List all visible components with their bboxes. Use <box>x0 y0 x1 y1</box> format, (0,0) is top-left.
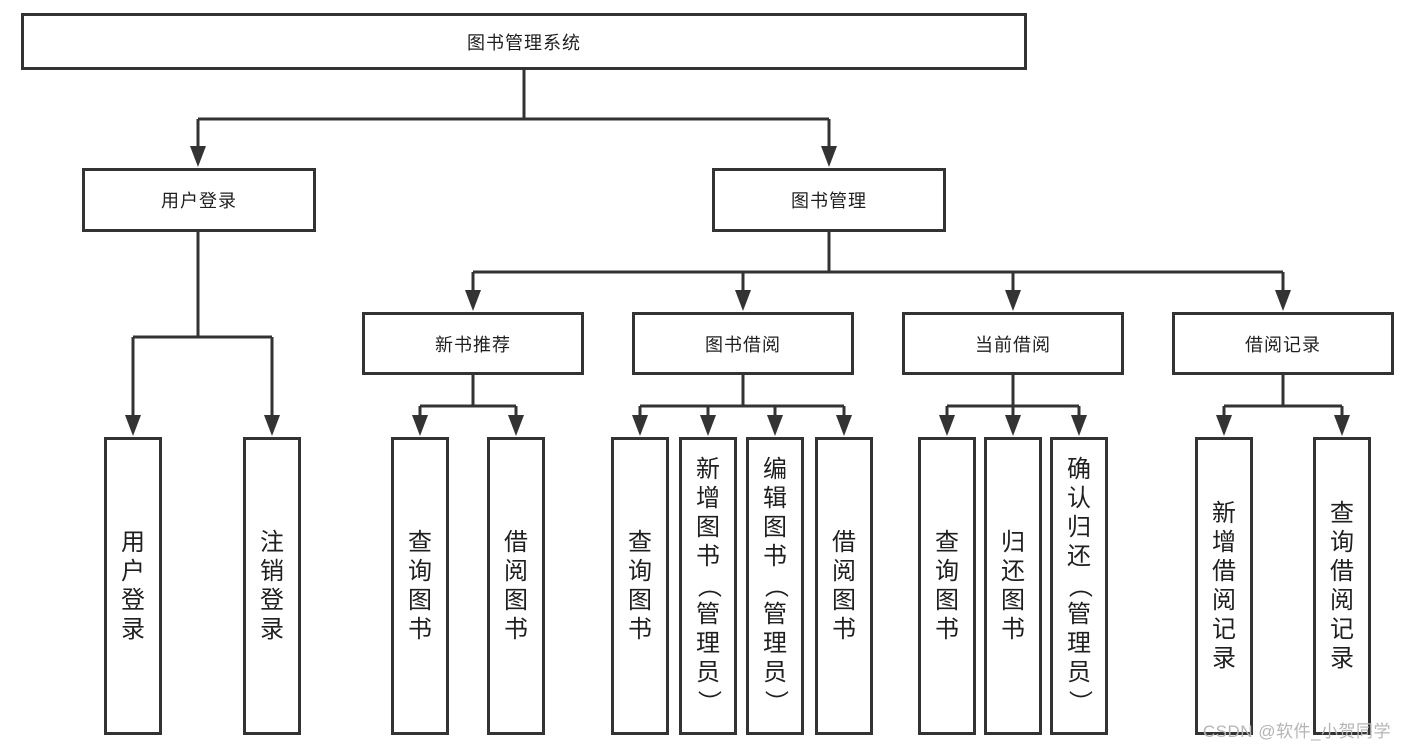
node-edit-book-admin: 编辑图书（管理员） <box>746 437 804 735</box>
node-borrow-books: 借阅图书 <box>815 437 873 735</box>
node-confirm-return-admin: 确认归还（管理员） <box>1050 437 1108 735</box>
node-query-books-borrow: 查询图书 <box>611 437 669 735</box>
connector-root-to-level1 <box>196 68 831 148</box>
node-add-borrow-record: 新增借阅记录 <box>1195 437 1253 735</box>
node-borrow-records: 借阅记录 <box>1172 312 1394 375</box>
node-return-book: 归还图书 <box>984 437 1042 735</box>
watermark: CSDN @软件_小贺同学 <box>1202 722 1391 741</box>
connector-new-book-children <box>418 375 518 417</box>
node-logout: 注销登录 <box>243 437 301 735</box>
node-query-borrow-record: 查询借阅记录 <box>1313 437 1371 735</box>
node-library-system-root: 图书管理系统 <box>21 13 1027 70</box>
connector-book-management-children <box>471 232 1285 292</box>
node-query-books-current: 查询图书 <box>918 437 976 735</box>
connector-user-login-children <box>131 232 274 417</box>
arrowheads <box>125 146 1350 436</box>
node-borrow-books-recommend: 借阅图书 <box>487 437 545 735</box>
node-new-book-recommend: 新书推荐 <box>362 312 584 375</box>
node-add-book-admin: 新增图书（管理员） <box>679 437 737 735</box>
connector-borrow-records-children <box>1222 375 1344 417</box>
connector-current-borrow-children <box>945 375 1081 417</box>
connector-book-borrow-children <box>638 375 846 417</box>
node-user-login: 用户登录 <box>82 168 316 232</box>
node-query-books-recommend: 查询图书 <box>391 437 449 735</box>
node-user-login-leaf: 用户登录 <box>104 437 162 735</box>
node-book-management: 图书管理 <box>712 168 946 232</box>
node-current-borrow: 当前借阅 <box>902 312 1124 375</box>
node-book-borrow: 图书借阅 <box>632 312 854 375</box>
